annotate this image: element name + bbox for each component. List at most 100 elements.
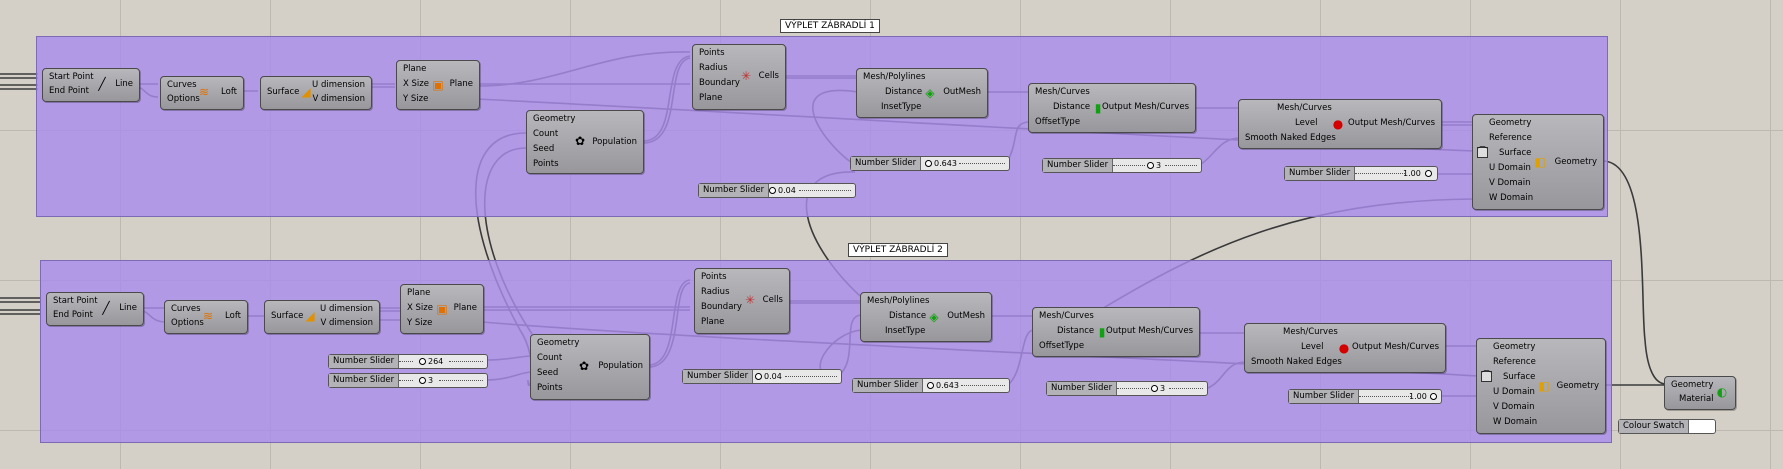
mesh-inset-component[interactable]: Mesh/Polylines Distance InsetType ◈ OutM… bbox=[856, 68, 988, 118]
port-curves[interactable]: Curves bbox=[171, 304, 201, 314]
port-loft[interactable]: Loft bbox=[221, 87, 237, 97]
port-level[interactable]: Level bbox=[1301, 342, 1324, 352]
port-smooth-naked-edges[interactable]: Smooth Naked Edges bbox=[1251, 357, 1342, 367]
port-v-domain[interactable]: V Domain bbox=[1489, 178, 1531, 188]
group-title-2[interactable]: VÝPLET ZÁBRADLÍ 2 bbox=[848, 243, 948, 257]
port-plane[interactable]: Plane bbox=[407, 288, 431, 298]
line-component[interactable]: Start Point End Point ╱ Line bbox=[42, 68, 140, 102]
port-geometry[interactable]: Geometry bbox=[1493, 342, 1536, 352]
number-slider-g2-level[interactable]: Number Slider 3 bbox=[1046, 381, 1208, 396]
port-geometry-out[interactable]: Geometry bbox=[1554, 157, 1597, 167]
port-start-point[interactable]: Start Point bbox=[53, 296, 98, 306]
port-x-size[interactable]: X Size bbox=[403, 79, 429, 89]
port-mesh-curves[interactable]: Mesh/Curves bbox=[1277, 103, 1332, 113]
port-w-domain[interactable]: W Domain bbox=[1493, 417, 1538, 427]
mesh-offset-component-2[interactable]: Mesh/Curves Distance OffsetType ▮ Output… bbox=[1032, 307, 1200, 357]
loft-component-2[interactable]: Curves Options ≋ Loft bbox=[164, 300, 248, 334]
port-end-point[interactable]: End Point bbox=[49, 86, 89, 96]
mesh-smooth-component-2[interactable]: Mesh/Curves Level Smooth Naked Edges ● O… bbox=[1244, 323, 1446, 373]
port-w-domain[interactable]: W Domain bbox=[1489, 193, 1534, 203]
port-surface[interactable]: Surface bbox=[1503, 372, 1536, 382]
number-slider-g2-count[interactable]: Number Slider 264 bbox=[328, 354, 488, 369]
port-y-size[interactable]: Y Size bbox=[407, 318, 433, 328]
port-reference[interactable]: Reference bbox=[1493, 357, 1536, 367]
slider-knob[interactable] bbox=[927, 382, 934, 389]
mesh-offset-component[interactable]: Mesh/Curves Distance OffsetType ▮ Output… bbox=[1028, 83, 1196, 133]
port-plane-out[interactable]: Plane bbox=[449, 79, 473, 89]
slider-knob[interactable] bbox=[1151, 385, 1158, 392]
slider-track[interactable] bbox=[799, 190, 851, 192]
surface-domain-component-2[interactable]: Surface ◢ U dimension V dimension bbox=[264, 300, 380, 334]
port-start-point[interactable]: Start Point bbox=[49, 72, 94, 82]
voronoi-component[interactable]: Points Radius Boundary Plane ✳ Cells bbox=[692, 44, 786, 110]
port-geometry[interactable]: Geometry bbox=[1671, 380, 1714, 390]
mesh-smooth-component[interactable]: Mesh/Curves Level Smooth Naked Edges ● O… bbox=[1238, 99, 1442, 149]
port-surface[interactable]: Surface bbox=[1499, 148, 1532, 158]
slider-knob[interactable] bbox=[1425, 170, 1432, 177]
slider-track[interactable] bbox=[1169, 388, 1203, 390]
group-title-1[interactable]: VÝPLET ZÁBRADLÍ 1 bbox=[780, 19, 880, 33]
port-mesh-curves[interactable]: Mesh/Curves bbox=[1039, 311, 1094, 321]
port-plane-out[interactable]: Plane bbox=[453, 303, 477, 313]
port-count[interactable]: Count bbox=[537, 353, 563, 363]
slider-track[interactable] bbox=[785, 376, 837, 378]
port-points[interactable]: Points bbox=[533, 159, 559, 169]
port-line[interactable]: Line bbox=[115, 79, 133, 89]
port-mesh-curves[interactable]: Mesh/Curves bbox=[1035, 87, 1090, 97]
slider-knob[interactable] bbox=[419, 377, 426, 384]
port-output-mesh-curves[interactable]: Output Mesh/Curves bbox=[1102, 102, 1189, 112]
port-u-domain[interactable]: U Domain bbox=[1489, 163, 1531, 173]
slider-track[interactable] bbox=[399, 380, 413, 382]
line-component-2[interactable]: Start Point End Point ╱ Line bbox=[46, 292, 144, 326]
port-level[interactable]: Level bbox=[1295, 118, 1318, 128]
port-surface[interactable]: Surface bbox=[271, 311, 304, 321]
slider-track[interactable] bbox=[1117, 388, 1149, 390]
mesh-inset-component-2[interactable]: Mesh/Polylines Distance InsetType ◈ OutM… bbox=[860, 292, 992, 342]
voronoi-component-2[interactable]: Points Radius Boundary Plane ✳ Cells bbox=[694, 268, 790, 334]
port-points[interactable]: Points bbox=[699, 48, 725, 58]
port-mesh-curves[interactable]: Mesh/Curves bbox=[1283, 327, 1338, 337]
port-mesh-polylines[interactable]: Mesh/Polylines bbox=[867, 296, 930, 306]
port-seed[interactable]: Seed bbox=[537, 368, 559, 378]
slider-track[interactable] bbox=[399, 361, 413, 363]
port-loft[interactable]: Loft bbox=[225, 311, 241, 321]
number-slider-g2-radius[interactable]: Number Slider 0.04 bbox=[682, 369, 842, 384]
plane-surface-component[interactable]: Plane X Size Y Size ▣ Plane bbox=[396, 60, 480, 110]
port-end-point[interactable]: End Point bbox=[53, 310, 93, 320]
slider-knob[interactable] bbox=[769, 187, 776, 194]
port-v-dimension[interactable]: V dimension bbox=[312, 94, 365, 104]
port-geometry-out[interactable]: Geometry bbox=[1556, 381, 1599, 391]
port-options[interactable]: Options bbox=[171, 318, 204, 328]
port-u-domain[interactable]: U Domain bbox=[1493, 387, 1535, 397]
port-inset-type[interactable]: InsetType bbox=[881, 102, 922, 112]
port-plane[interactable]: Plane bbox=[701, 317, 725, 327]
port-geometry[interactable]: Geometry bbox=[533, 114, 576, 124]
port-out-mesh[interactable]: OutMesh bbox=[947, 311, 985, 321]
port-count[interactable]: Count bbox=[533, 129, 559, 139]
port-seed[interactable]: Seed bbox=[533, 144, 555, 154]
port-points[interactable]: Points bbox=[537, 383, 563, 393]
colour-swatch[interactable]: Colour Swatch bbox=[1618, 419, 1716, 434]
loft-component[interactable]: Curves Options ≋ Loft bbox=[160, 76, 244, 110]
port-geometry[interactable]: Geometry bbox=[1489, 118, 1532, 128]
port-geometry[interactable]: Geometry bbox=[537, 338, 580, 348]
surface-domain-component[interactable]: Surface ◢ U dimension V dimension bbox=[260, 76, 372, 110]
port-line[interactable]: Line bbox=[119, 303, 137, 313]
port-boundary[interactable]: Boundary bbox=[699, 78, 740, 88]
number-slider-g1-level[interactable]: Number Slider 3 bbox=[1042, 158, 1202, 173]
port-offset-type[interactable]: OffsetType bbox=[1039, 341, 1085, 351]
port-plane[interactable]: Plane bbox=[403, 64, 427, 74]
slider-track[interactable] bbox=[449, 361, 483, 363]
number-slider-g1-domain[interactable]: Number Slider 1.00 bbox=[1284, 166, 1438, 181]
port-radius[interactable]: Radius bbox=[699, 63, 728, 73]
port-distance[interactable]: Distance bbox=[1053, 102, 1091, 112]
port-x-size[interactable]: X Size bbox=[407, 303, 433, 313]
port-smooth-naked-edges[interactable]: Smooth Naked Edges bbox=[1245, 133, 1336, 143]
slider-track[interactable] bbox=[1359, 396, 1411, 398]
slider-track[interactable] bbox=[1355, 173, 1405, 175]
slider-knob[interactable] bbox=[1430, 393, 1437, 400]
port-cells[interactable]: Cells bbox=[758, 71, 779, 81]
populate-component-2[interactable]: Geometry Count Seed Points ✿ Population bbox=[530, 334, 650, 400]
port-options[interactable]: Options bbox=[167, 94, 200, 104]
port-offset-type[interactable]: OffsetType bbox=[1035, 117, 1081, 127]
